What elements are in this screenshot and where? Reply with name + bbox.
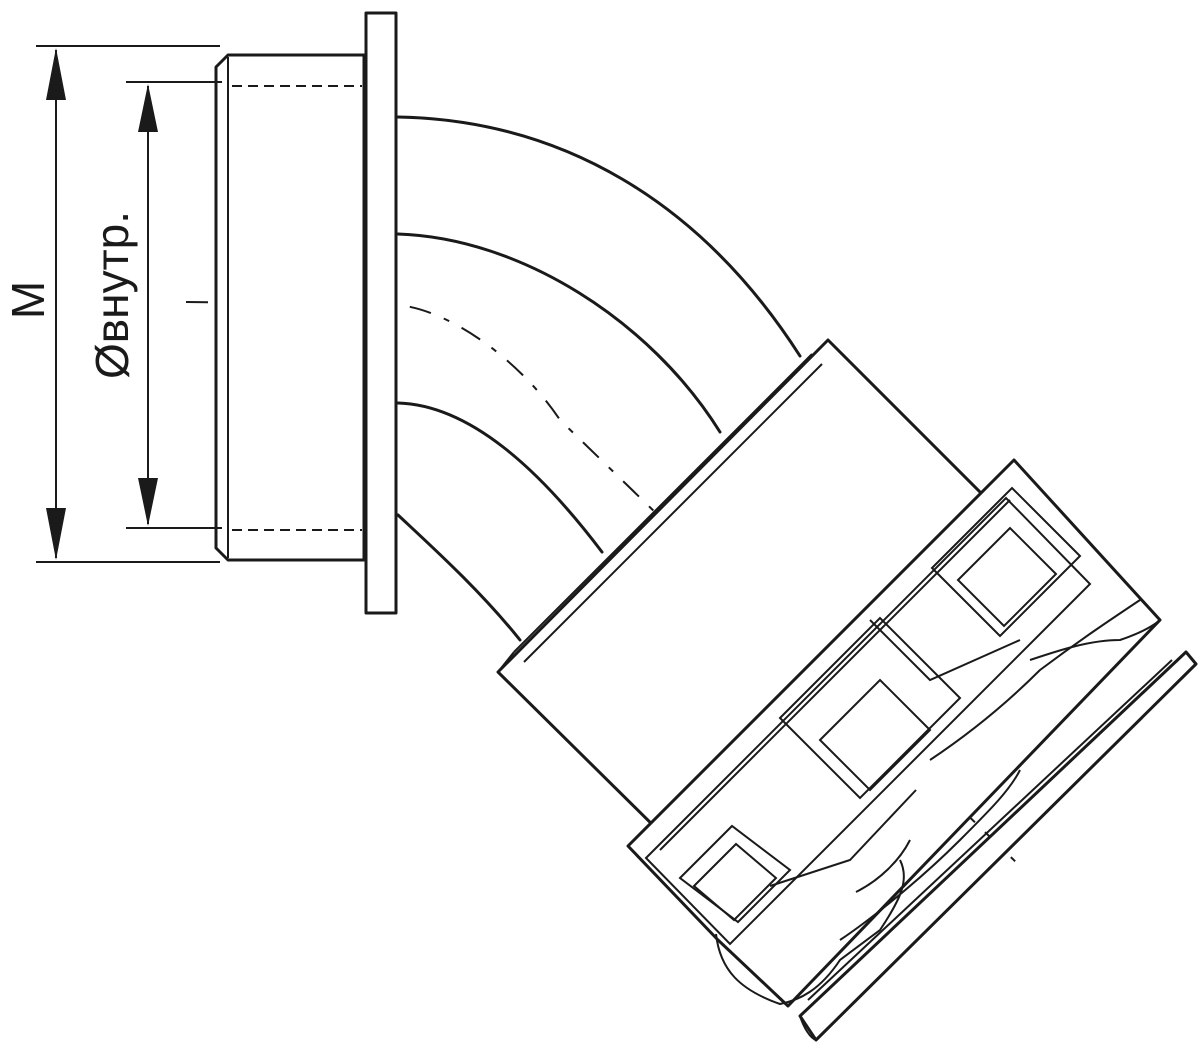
arrow-down-icon	[138, 478, 158, 526]
hex-nut	[626, 458, 1162, 1008]
seal-ring	[798, 650, 1198, 1042]
flange-plate	[364, 11, 398, 615]
dimension-label-m: M	[2, 281, 54, 319]
dimension-outer	[36, 45, 220, 563]
bent-tube	[185, 115, 1021, 867]
arrow-up-icon	[46, 48, 66, 100]
threaded-nipple	[214, 53, 366, 562]
arrow-down-icon	[46, 508, 66, 560]
arrow-up-icon	[138, 84, 158, 132]
dimension-label-inner-diameter: Øвнутр.	[86, 211, 138, 379]
dimension-inner	[126, 81, 222, 529]
